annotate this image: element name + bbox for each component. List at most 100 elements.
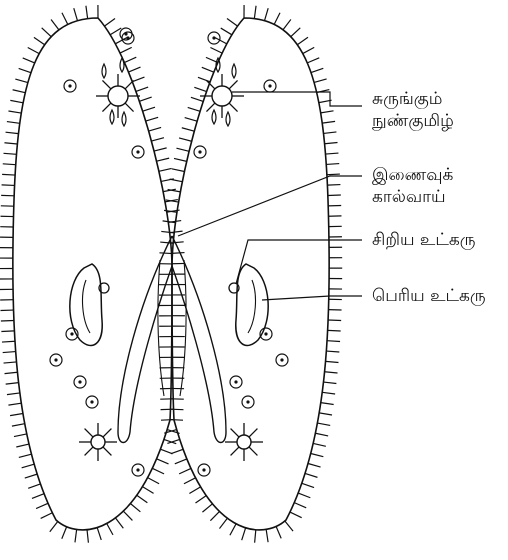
cilium (276, 526, 281, 538)
cilium (159, 168, 172, 171)
cilium (32, 494, 44, 499)
food-vacuole-dot (264, 332, 267, 335)
cilium (5, 372, 18, 373)
label-contractile-vacuole-line1: சுருங்கும் (372, 88, 454, 110)
cilium (6, 383, 19, 385)
cilium (326, 164, 339, 165)
label-conjugation-bridge-line2: கால்வாய் (372, 186, 453, 208)
cilium (10, 100, 23, 102)
cilium (210, 511, 219, 520)
cilium (146, 117, 158, 121)
cilium (323, 382, 336, 383)
food-vacuole-dot (136, 150, 139, 153)
cilium (291, 28, 300, 37)
cilium (327, 341, 340, 342)
cilium (50, 521, 58, 531)
cilium (176, 148, 189, 151)
cilium (191, 97, 203, 101)
cilium (290, 512, 302, 518)
radiating-canal (125, 103, 133, 111)
cilium (2, 185, 15, 186)
cilium (175, 459, 187, 464)
granule (232, 64, 236, 78)
contractile-vacuole-right-top (200, 74, 244, 118)
cilium (327, 185, 340, 186)
radiating-canal (229, 80, 237, 88)
cilium (28, 47, 39, 53)
cilium (324, 132, 337, 133)
cilium (196, 496, 207, 503)
cilium (120, 47, 132, 53)
contractile-vacuole-left-bottom (79, 423, 117, 461)
cilium (189, 487, 200, 494)
label-macronucleus: பெரிய உட்கரு (372, 285, 486, 307)
cilium (294, 503, 306, 508)
cilium (142, 487, 153, 494)
cilium (2, 341, 15, 342)
cilium (179, 138, 192, 141)
cilium (198, 77, 210, 82)
granule (110, 110, 114, 124)
cilium (227, 19, 238, 27)
cilium (179, 468, 191, 473)
cilium (87, 530, 88, 543)
cilium (285, 521, 293, 531)
macronucleus-left (70, 264, 102, 346)
cilium (13, 90, 26, 93)
cilium (75, 529, 77, 542)
cilium (319, 413, 332, 415)
cilium (151, 138, 164, 141)
cilium (325, 372, 338, 373)
cilium (130, 504, 140, 512)
cilium (326, 361, 339, 362)
cilium (219, 518, 227, 528)
cilium (328, 330, 341, 331)
cilium (123, 511, 132, 520)
granule (122, 112, 126, 126)
food-vacuole-dot (234, 380, 237, 383)
cilium (149, 127, 161, 131)
cilium (266, 529, 268, 542)
contractile-vacuole-center (108, 86, 128, 106)
cilium (254, 6, 256, 19)
granule (226, 112, 230, 126)
cilium (6, 132, 19, 133)
cilium (19, 454, 32, 457)
cilium (115, 518, 123, 528)
cilium (328, 320, 341, 321)
cilium (107, 524, 113, 535)
food-vacuole-dot (198, 150, 201, 153)
cilium (297, 37, 308, 44)
radiating-canal (249, 429, 257, 437)
radiating-canal (249, 447, 257, 455)
granule (216, 58, 220, 72)
cilium (172, 253, 185, 254)
food-vacuole-dot (54, 358, 57, 361)
food-vacuole-dot (280, 358, 283, 361)
cilium (19, 68, 31, 72)
label-micronucleus-text: சிறிய உட்கரு (372, 229, 476, 251)
cilium (303, 47, 314, 53)
cilium (321, 403, 334, 405)
cilium (23, 58, 35, 63)
cilium (97, 528, 101, 540)
radiating-canal (85, 447, 93, 455)
cilium (152, 468, 164, 474)
label-conjugation-bridge-line1: இணைவுக் (372, 164, 453, 186)
contractile-vacuole-center (91, 435, 105, 449)
cilium (327, 174, 340, 175)
label-micronucleus: சிறிய உட்கரு (372, 229, 476, 251)
cilium (326, 351, 339, 352)
contractile-vacuole-center (212, 86, 232, 106)
cilium (307, 58, 319, 63)
cilium (305, 473, 317, 477)
cilium (161, 420, 174, 421)
cilium (322, 392, 335, 394)
cilium (10, 413, 23, 415)
right-cell-outline (172, 18, 329, 530)
label-contractile-vacuole-line2: நுண்குமிழ் (372, 110, 454, 132)
macronucleus-right-inner (248, 280, 255, 333)
cilium (148, 478, 159, 484)
cilium (274, 13, 280, 25)
